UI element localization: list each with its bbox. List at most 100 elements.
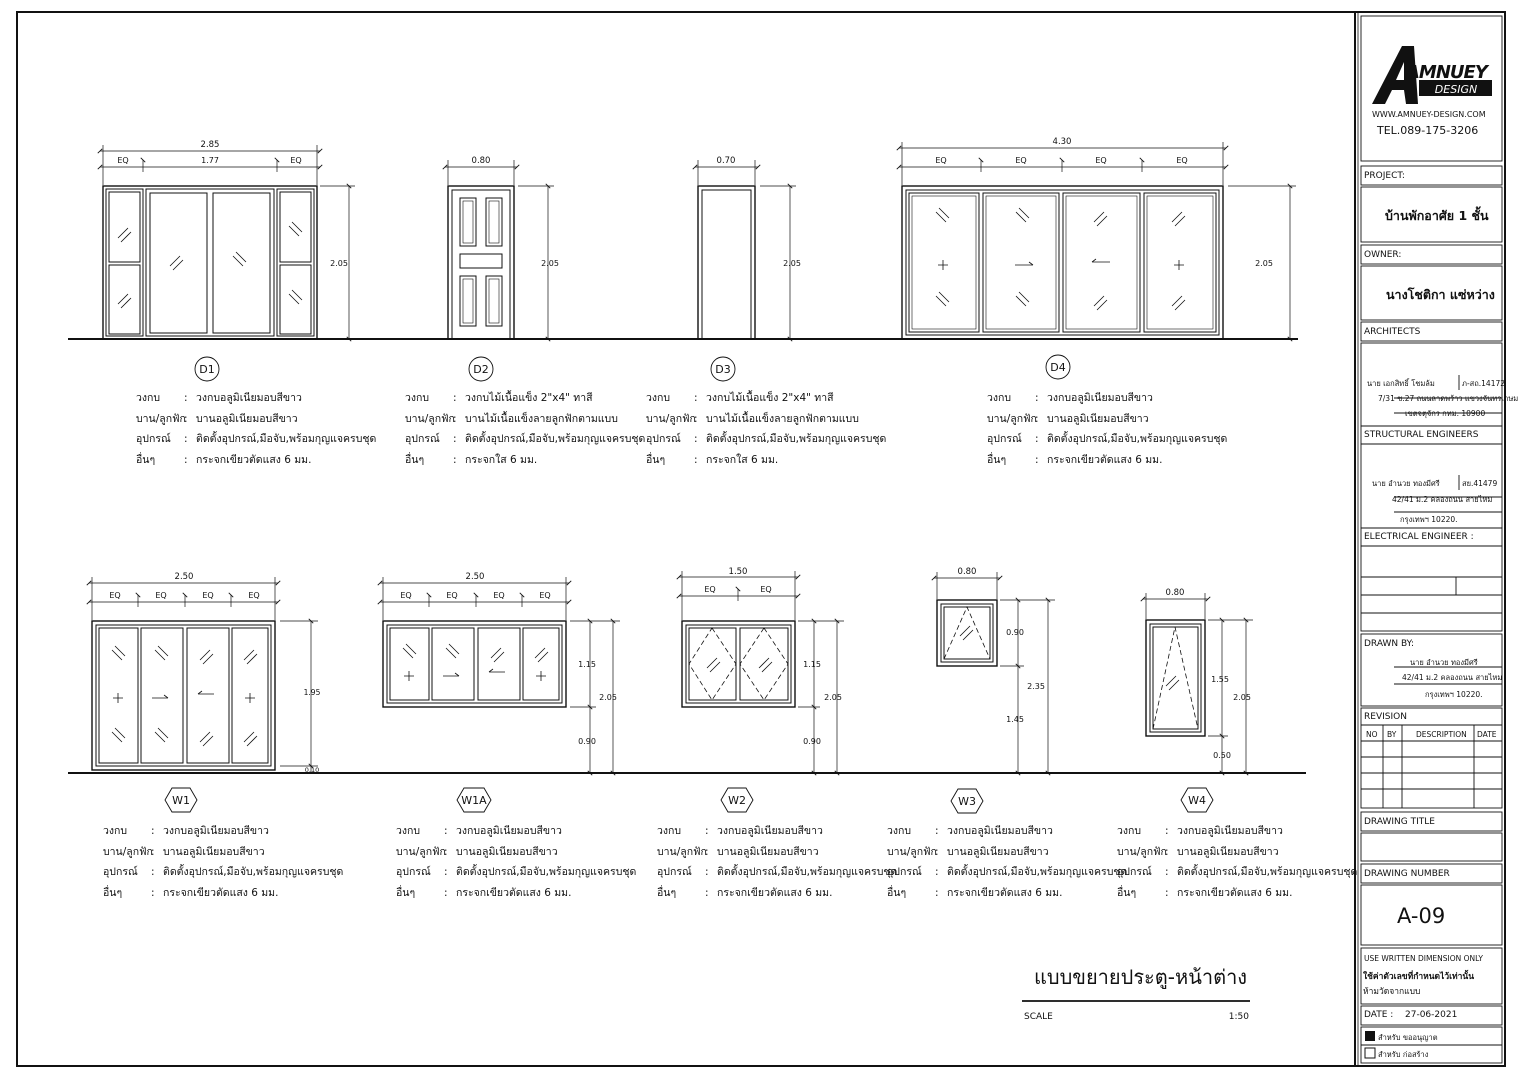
- spec-key: อื่นๆ: [405, 453, 425, 466]
- dim-w1a-window-h: 1.15: [578, 660, 596, 669]
- window-w2-elevation: [681, 620, 796, 708]
- spec-other: กระจกเขียวตัดแสง 6 มม.: [947, 886, 1063, 899]
- tag-w3: W3: [958, 795, 976, 808]
- architects-label: ARCHITECTS: [1364, 327, 1421, 337]
- structural-address-1: 42/41 ม.2 คลองถนน สายไหม: [1392, 495, 1493, 504]
- dims-w2: [676, 571, 844, 776]
- drawing-title-label: DRAWING TITLE: [1364, 817, 1435, 827]
- drawn-by-name: นาย อำนวย ทองมีศรี: [1410, 658, 1478, 667]
- dim-d2-width: 0.80: [472, 156, 491, 166]
- dim-d1-width: 2.85: [201, 140, 220, 150]
- spec-other: กระจกเขียวตัดแสง 6 มม.: [456, 886, 572, 899]
- structural-license: สย.41479: [1462, 479, 1498, 488]
- spec-key: วงกบ: [646, 392, 671, 404]
- door-d3-elevation: [697, 185, 756, 340]
- website: WWW.AMNUEY-DESIGN.COM: [1372, 110, 1486, 119]
- spec-leaf: บานอลูมิเนียมอบสีขาว: [1047, 412, 1149, 425]
- spec-key: อื่นๆ: [657, 886, 677, 899]
- spec-hardware: ติดตั้งอุปกรณ์,มือจับ,พร้อมกุญแจครบชุด: [947, 866, 1128, 878]
- dims-w4: [1140, 593, 1253, 776]
- spec-key: วงกบ: [987, 392, 1012, 404]
- door-d4-elevation: [901, 185, 1224, 340]
- dim-w2-sub1: EQ: [704, 585, 715, 594]
- spec-w1a: วงกบ:วงกบอลูมิเนียมอบสีขาว บาน/ลูกฟัก:บา…: [396, 821, 636, 903]
- dim-w1-sub4: EQ: [248, 591, 259, 600]
- spec-other: กระจกเขียวตัดแสง 6 มม.: [1177, 886, 1293, 899]
- spec-other: กระจกใส 6 มม.: [465, 453, 538, 466]
- dim-w1-height: 1.95: [304, 688, 321, 697]
- scale-label: SCALE: [1024, 1012, 1053, 1022]
- spec-other: กระจกเขียวตัดแสง 6 มม.: [1047, 453, 1163, 466]
- dim-w2-sub2: EQ: [760, 585, 771, 594]
- dim-d3-height: 2.05: [783, 259, 801, 268]
- dim-w1a-sub1: EQ: [400, 591, 411, 600]
- spec-frame: วงกบอลูมิเนียมอบสีขาว: [163, 825, 269, 837]
- drawn-by-address-2: กรุงเทพฯ 10220.: [1425, 690, 1483, 699]
- spec-key: บาน/ลูกฟัก: [405, 412, 455, 425]
- dims-d2: [442, 160, 554, 342]
- architect-name: นาย เอกสิทธิ์ โชมล้ม: [1367, 379, 1435, 388]
- spec-hardware: ติดตั้งอุปกรณ์,มือจับ,พร้อมกุญแจครบชุด: [163, 866, 344, 878]
- spec-key: วงกบ: [887, 825, 912, 837]
- electrical-label: ELECTRICAL ENGINEER :: [1364, 532, 1474, 542]
- dim-w1a-sub4: EQ: [539, 591, 550, 600]
- tag-w1a: W1A: [461, 794, 487, 807]
- spec-leaf: บานไม้เนื้อแข็งลายลูกฟักตามแบบ: [465, 412, 618, 425]
- dims-d4: [896, 142, 1296, 342]
- dim-w1a-sub2: EQ: [446, 591, 457, 600]
- awning-swing-lines-w3: [943, 606, 991, 660]
- revision-label: REVISION: [1364, 712, 1407, 722]
- dim-d1-height: 2.05: [330, 259, 348, 268]
- glass-marks-w1a: [402, 643, 549, 681]
- dim-d4-sub4: EQ: [1176, 156, 1187, 165]
- dim-d1-sub3: EQ: [290, 156, 301, 165]
- note-thai-2: ห้ามวัดจากแบบ: [1363, 987, 1421, 997]
- checkbox-construction-empty: [1364, 1047, 1376, 1059]
- dims-w3: [931, 572, 1055, 776]
- rev-header-date: DATE: [1477, 730, 1497, 739]
- spec-key: อื่นๆ: [646, 453, 666, 466]
- dim-w4-sill-h: 0.50: [1213, 751, 1231, 760]
- spec-key: บาน/ลูกฟัก: [646, 412, 696, 425]
- spec-key: อุปกรณ์: [987, 433, 1022, 445]
- spec-d4: วงกบ:วงกบอลูมิเนียมอบสีขาว บาน/ลูกฟัก:บา…: [987, 388, 1227, 470]
- logo-wordmark: AMNUEY: [1404, 62, 1490, 83]
- structural-label: STRUCTURAL ENGINEERS: [1364, 430, 1479, 440]
- spec-key: อุปกรณ์: [887, 866, 922, 878]
- dim-w1a-width: 2.50: [466, 572, 485, 582]
- window-w4-elevation: [1145, 619, 1206, 737]
- spec-leaf: บานอลูมิเนียมอบสีขาว: [717, 845, 819, 858]
- phone: TEL.089-175-3206: [1377, 124, 1479, 137]
- tag-d2: D2: [473, 363, 488, 376]
- architect-address-2: เขตจตุจักร กทม. 10900: [1405, 409, 1486, 418]
- window-w1-elevation: [91, 620, 276, 771]
- checkbox-permit-filled: [1365, 1031, 1375, 1041]
- dim-w1-width: 2.50: [175, 572, 194, 582]
- spec-hardware: ติดตั้งอุปกรณ์,มือจับ,พร้อมกุญแจครบชุด: [1177, 866, 1358, 878]
- tag-w3-hexagon: [950, 788, 984, 814]
- spec-w3: วงกบ:วงกบอลูมิเนียมอบสีขาว บาน/ลูกฟัก:บา…: [887, 821, 1127, 903]
- spec-d1: วงกบ:วงกบอลูมิเนียมอบสีขาว บาน/ลูกฟัก:บา…: [136, 388, 376, 470]
- tag-w2: W2: [728, 794, 746, 807]
- spec-frame: วงกบไม้เนื้อแข็ง 2"x4" ทาสี: [465, 392, 593, 404]
- amnuey-design-logo: AMNUEY DESIGN: [1372, 46, 1492, 104]
- tag-d1-circle: [194, 356, 220, 382]
- dim-w1a-sub3: EQ: [493, 591, 504, 600]
- rev-header-description: DESCRIPTION: [1416, 730, 1467, 739]
- dim-w2-total-h: 2.05: [824, 693, 842, 702]
- spec-frame: วงกบอลูมิเนียมอบสีขาว: [456, 825, 562, 837]
- dim-w4-width: 0.80: [1166, 588, 1185, 598]
- glass-marks-w4: [1165, 675, 1180, 691]
- tag-d2-circle: [468, 356, 494, 382]
- spec-d2: วงกบ:วงกบไม้เนื้อแข็ง 2"x4" ทาสี บาน/ลูก…: [405, 388, 645, 470]
- architect-address-1: 7/31 ซ.27 ถนนลาดพร้าว แขวงจันทรเกษม: [1378, 394, 1519, 403]
- spec-frame: วงกบอลูมิเนียมอบสีขาว: [196, 392, 302, 404]
- spec-key: บาน/ลูกฟัก: [396, 845, 446, 858]
- tag-d3: D3: [715, 363, 730, 376]
- spec-w4: วงกบ:วงกบอลูมิเนียมอบสีขาว บาน/ลูกฟัก:บา…: [1117, 821, 1357, 903]
- dim-w3-sill-h: 1.45: [1006, 715, 1024, 724]
- tag-d3-circle: [710, 356, 736, 382]
- spec-key: วงกบ: [1117, 825, 1142, 837]
- casement-swing-lines-w2: [688, 627, 789, 701]
- dim-d4-height: 2.05: [1255, 259, 1273, 268]
